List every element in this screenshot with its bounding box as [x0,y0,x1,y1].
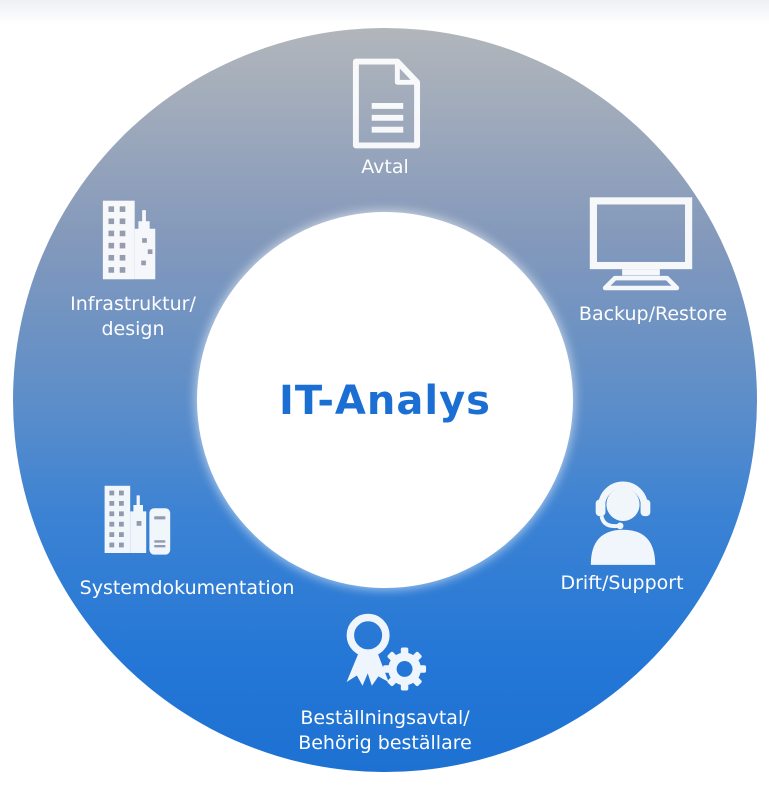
label-bestallningsavtal: Beställningsavtal/ Behörig beställare [298,706,472,756]
support-headset-icon [583,474,663,566]
buildings-server-icon [103,475,175,567]
building-icon [101,197,159,283]
label-backup-line: Backup/Restore [578,303,728,325]
label-systemdok-line: Systemdokumentation [79,577,295,599]
inner-circle [197,212,573,588]
label-bestallning-line1: Beställningsavtal/ [300,707,470,729]
label-backup-restore: Backup/Restore [579,302,727,327]
monitor-icon [588,193,694,295]
label-infra-line2: design [101,318,165,340]
label-avtal-line: Avtal [361,156,409,178]
document-icon [348,56,423,151]
label-infra-line1: Infrastruktur/ [70,293,196,315]
label-drift-support: Drift/Support [560,571,683,596]
label-drift-line: Drift/Support [560,572,684,594]
diagram-title: IT-Analys [279,378,491,424]
label-infrastruktur-design: Infrastruktur/ design [70,292,196,342]
award-gear-icon [336,611,432,697]
label-avtal: Avtal [361,155,409,180]
label-systemdokumentation: Systemdokumentation [80,576,295,601]
label-bestallning-line2: Behörig beställare [298,732,472,754]
top-background-band [0,0,769,24]
